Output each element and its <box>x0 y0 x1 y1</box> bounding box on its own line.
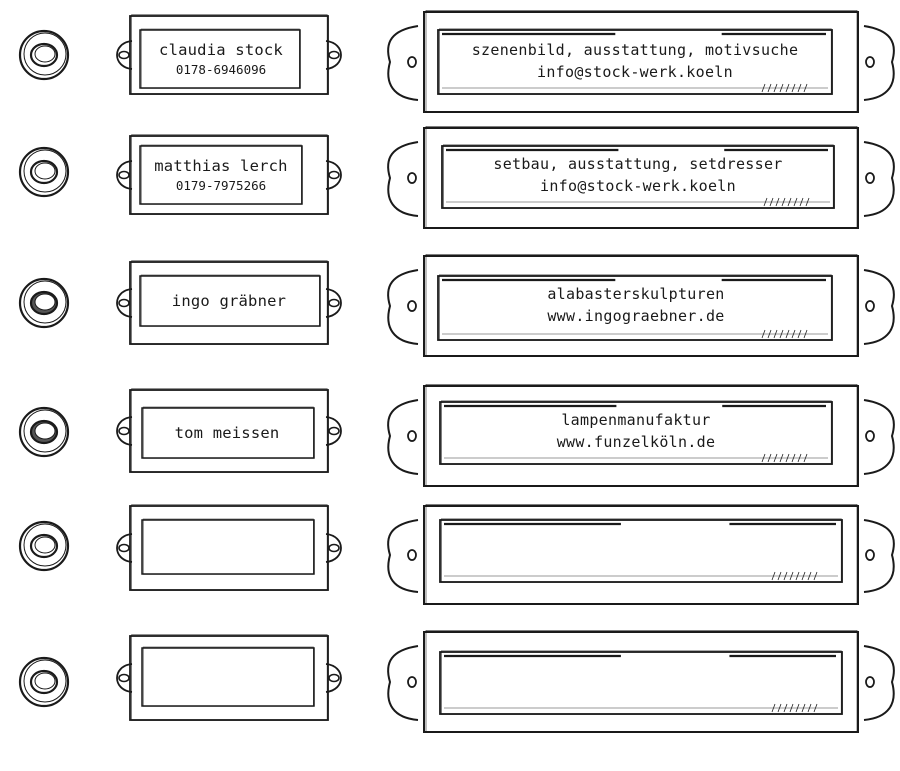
letterbox-line-1: setbau, ausstattung, setdresser <box>493 155 783 174</box>
nameplate-label <box>142 520 312 574</box>
resident-name: tom meissen <box>174 423 280 442</box>
letterbox-label: alabasterskulpturen www.ingograebner.de <box>440 276 832 336</box>
resident-phone: 0179-7975266 <box>175 178 267 194</box>
doorbell-button-icon[interactable] <box>18 277 70 329</box>
row-sketch-6 <box>18 630 895 733</box>
doorbell-button-icon[interactable] <box>18 29 70 81</box>
letterbox-flap <box>387 9 895 113</box>
letterbox-line-2: www.ingograebner.de <box>547 307 725 325</box>
nameplate-frame <box>116 504 342 591</box>
resident-name: ingo gräbner <box>171 291 287 310</box>
letterbox-label: szenenbild, ausstattung, motivsuche info… <box>438 32 832 92</box>
resident-name: matthias lerch <box>154 156 288 175</box>
row-sketch-3 <box>18 253 895 357</box>
nameplate-label: tom meissen <box>142 408 312 458</box>
doorbell-button-icon[interactable] <box>18 520 70 572</box>
row-sketch-5 <box>18 503 895 605</box>
resident-phone: 0178-6946096 <box>175 62 267 78</box>
nameplate-frame <box>116 134 342 215</box>
letterbox-line-1: szenenbild, ausstattung, motivsuche <box>471 41 799 60</box>
letterbox-line-2: info@stock-werk.koeln <box>537 63 733 81</box>
letterbox-line-2: info@stock-werk.koeln <box>540 177 736 195</box>
letterbox-line-1: alabasterskulpturen <box>547 285 725 304</box>
letterbox-flap <box>387 253 895 357</box>
letterbox-label: lampenmanufaktur www.funzelköln.de <box>440 402 832 462</box>
nameplate-frame <box>116 388 342 473</box>
row-sketch-2 <box>18 126 895 229</box>
letterbox-flap <box>387 126 895 229</box>
letterbox-flap <box>387 630 895 733</box>
letterbox-label: setbau, ausstattung, setdresser info@sto… <box>442 146 834 206</box>
letterbox-label <box>440 652 840 712</box>
nameplate-label <box>142 648 312 702</box>
nameplate-label: claudia stock 0178-6946096 <box>140 30 302 88</box>
row-sketch-1 <box>18 9 895 113</box>
resident-name: claudia stock <box>159 40 283 59</box>
nameplate-frame <box>116 634 342 721</box>
letterbox-flap <box>387 503 895 605</box>
doorbell-button-icon[interactable] <box>18 656 70 708</box>
letterbox-flap <box>387 383 895 487</box>
nameplate-label: ingo gräbner <box>140 276 318 326</box>
letterbox-label <box>440 520 840 580</box>
row-sketch-4 <box>18 383 895 487</box>
letterbox-line-1: lampenmanufaktur <box>561 411 711 430</box>
letterbox-line-2: www.funzelköln.de <box>556 433 716 451</box>
doorbell-button-icon[interactable] <box>18 406 70 458</box>
doorbell-button-icon[interactable] <box>18 146 70 198</box>
nameplate-frame <box>116 14 342 95</box>
nameplate-frame <box>116 260 342 345</box>
nameplate-label: matthias lerch 0179-7975266 <box>140 146 302 204</box>
